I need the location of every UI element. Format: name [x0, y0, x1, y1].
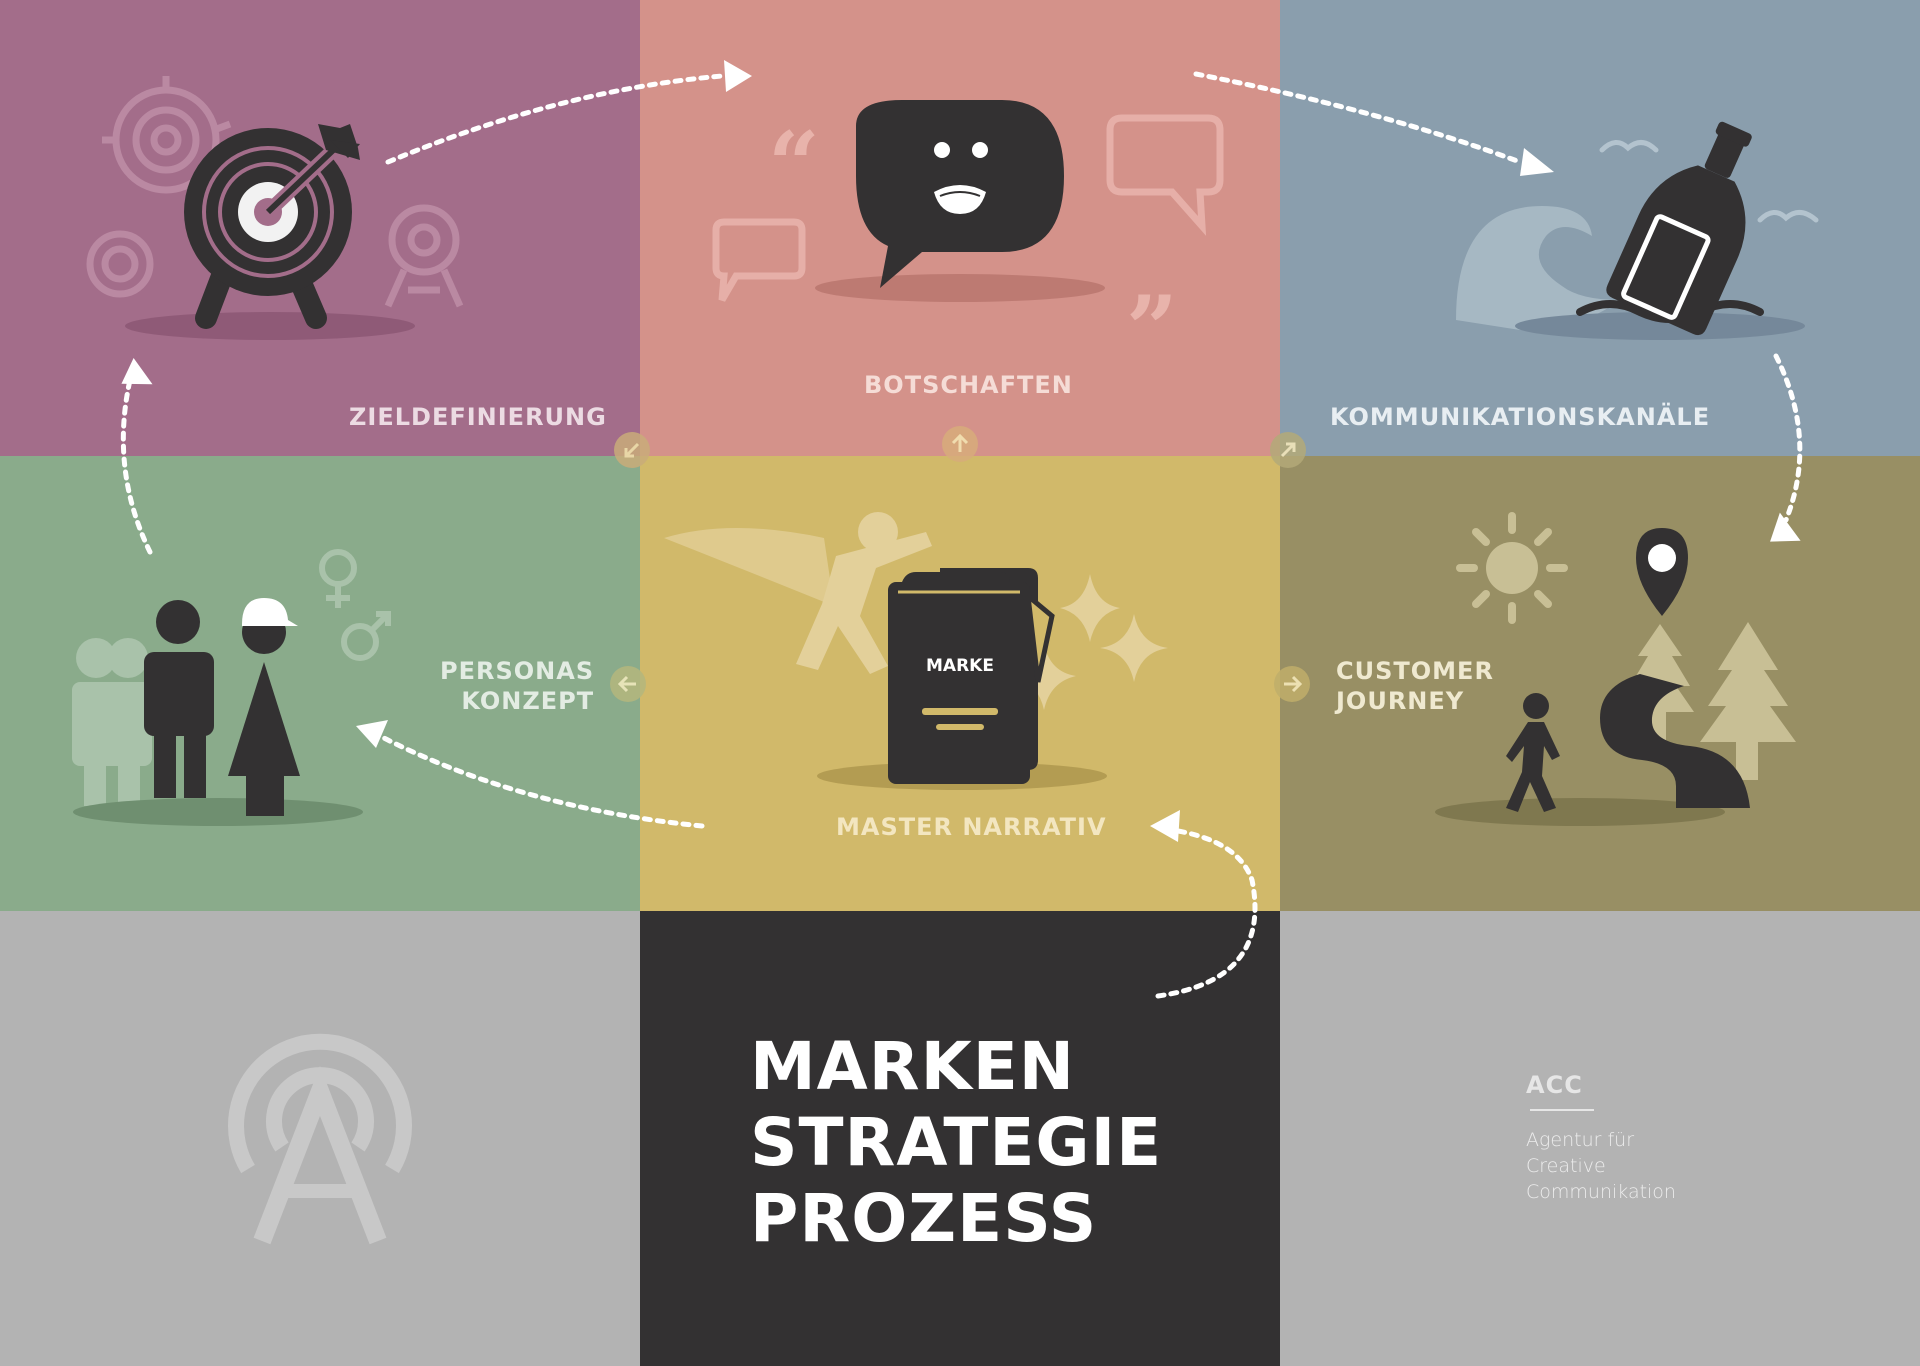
tile-agency-info: ACC Agentur für Creative Communikation	[1280, 911, 1920, 1366]
label-personas-line1: PERSONAS	[440, 657, 595, 685]
tile-personas-konzept: PERSONAS KONZEPT	[0, 456, 640, 911]
message-bottle-icon	[1456, 121, 1819, 340]
agency-desc-line3: Communikation	[1526, 1181, 1676, 1203]
journey-map-icon	[1435, 512, 1796, 826]
label-personas-line2: KONZEPT	[461, 687, 595, 715]
tile-kommunikationskanaele: KOMMUNIKATIONSKANÄLE	[1280, 0, 1920, 456]
title-line-2: STRATEGIE	[750, 1104, 1163, 1181]
tile-customer-journey: CUSTOMER JOURNEY	[1280, 456, 1920, 911]
agency-name: ACC	[1526, 1071, 1583, 1099]
page-title: MARKEN STRATEGIE PROZESS	[750, 1029, 1162, 1257]
book-label: MARKE	[926, 656, 994, 676]
title-line-3: PROZESS	[750, 1180, 1098, 1257]
acc-logo-icon	[228, 1033, 412, 1245]
label-master-narrativ: MASTER NARRATIV	[836, 813, 1107, 841]
agency-desc-line1: Agentur für	[1526, 1129, 1635, 1151]
label-botschaften: BOTSCHAFTEN	[864, 371, 1073, 399]
label-customer-journey: CUSTOMER JOURNEY	[1336, 656, 1494, 716]
label-personas-konzept: PERSONAS KONZEPT	[440, 656, 594, 716]
agency-description: Agentur für Creative Communikation	[1526, 1127, 1676, 1205]
svg-text:“: “	[768, 112, 820, 218]
tile-title: MARKEN STRATEGIE PROZESS	[640, 911, 1280, 1366]
label-customer-line1: CUSTOMER	[1336, 657, 1494, 685]
label-zieldefinierung: ZIELDEFINIERUNG	[349, 403, 607, 431]
svg-text:”: ”	[1126, 276, 1178, 382]
tile-master-narrativ: MARKE MASTER NARRATIV	[640, 456, 1280, 911]
agency-divider	[1530, 1109, 1594, 1111]
label-kommunikationskanaele: KOMMUNIKATIONSKANÄLE	[1330, 403, 1711, 431]
agency-desc-line2: Creative	[1526, 1155, 1606, 1177]
title-line-1: MARKEN	[750, 1028, 1076, 1105]
tile-acc-logo	[0, 911, 640, 1366]
agency-block: ACC Agentur für Creative Communikation	[1526, 1071, 1676, 1205]
tile-botschaften: “ ” BOTSCHAFTEN	[640, 0, 1280, 456]
people-icon	[72, 549, 391, 826]
target-icon	[86, 76, 464, 340]
tile-zieldefinierung: ZIELDEFINIERUNG	[0, 0, 640, 456]
speech-bubble-icon: “ ”	[712, 100, 1224, 382]
brand-book-icon	[664, 512, 1168, 790]
label-customer-line2: JOURNEY	[1336, 687, 1465, 715]
